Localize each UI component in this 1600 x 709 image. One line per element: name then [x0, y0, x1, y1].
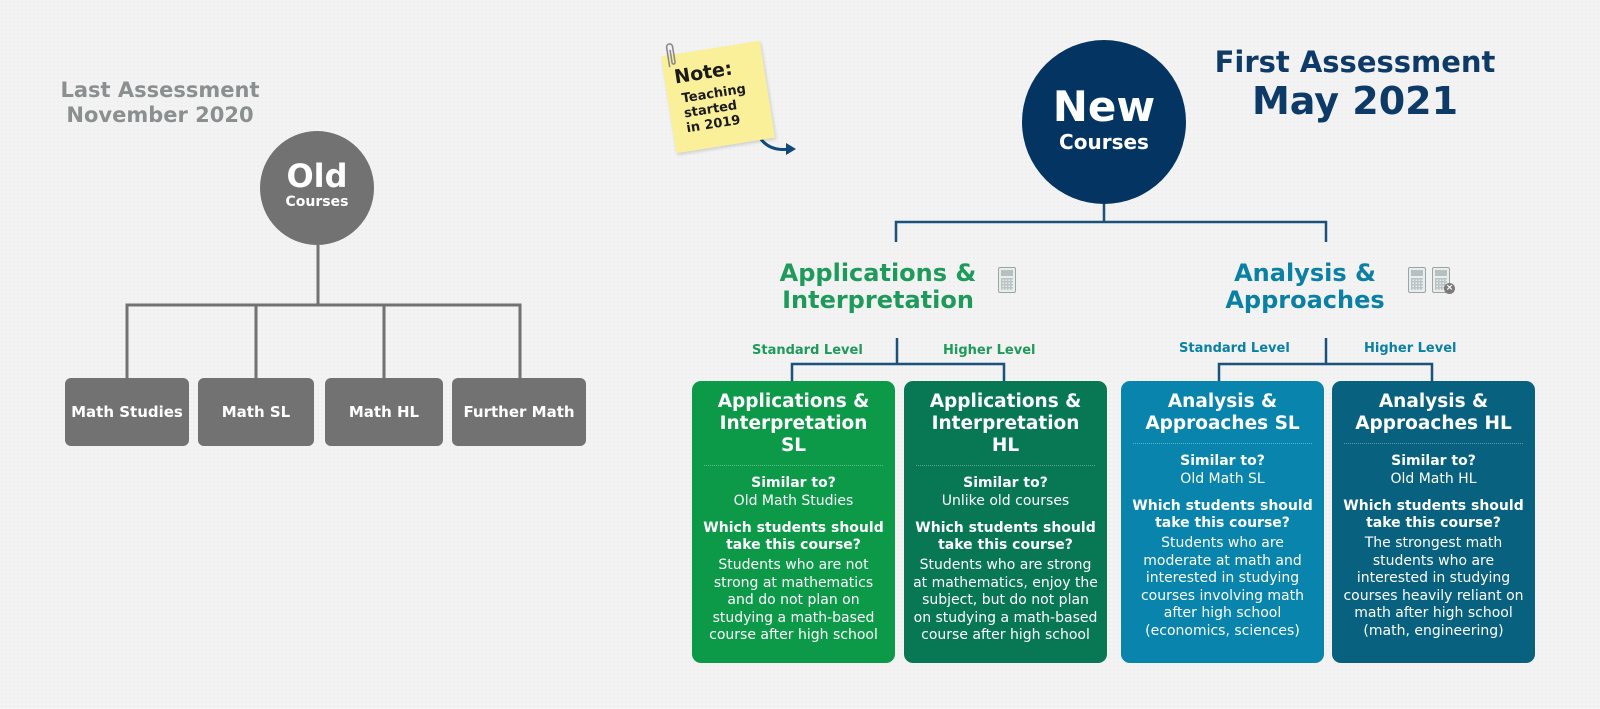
aa-title-line: Approaches [1225, 286, 1385, 314]
aa-branch-title: Analysis & Approaches [1220, 260, 1390, 314]
old-course-label: Math HL [348, 403, 420, 421]
which-students-heading: Which students should take this course? [915, 520, 1096, 553]
course-card-aa-sl: Analysis &Approaches SL Similar to? Old … [1121, 381, 1324, 663]
similar-heading: Similar to? [963, 475, 1048, 491]
which-students-heading: Which students should take this course? [1343, 498, 1524, 531]
old-course-math-hl: Math HL [325, 378, 443, 446]
which-students-heading: Which students should take this course? [703, 520, 884, 553]
sticky-note: Note: Teaching started in 2019 [660, 40, 776, 154]
aa-title-line: Analysis & [1234, 259, 1376, 287]
card-title-line: Applications & [717, 391, 870, 412]
first-assessment-label: First Assessment [1214, 45, 1496, 79]
old-courses-big-label: Old [286, 157, 348, 195]
card-title-line: Analysis & [1167, 391, 1278, 412]
old-courses-node: Old Courses [260, 131, 374, 245]
ai-title-line: Interpretation [782, 286, 974, 314]
card-title-line: Interpretation SL [719, 413, 868, 456]
card-title: Applications &Interpretation HL [916, 391, 1095, 466]
new-courses-big-label: New [1052, 82, 1156, 131]
card-title: Applications &Interpretation SL [704, 391, 883, 466]
old-course-math-studies: Math Studies [65, 378, 189, 446]
card-title-line: Analysis & [1378, 391, 1489, 412]
first-assessment-title: First Assessment May 2021 [1210, 45, 1500, 123]
course-card-ai-sl: Applications &Interpretation SL Similar … [692, 381, 895, 663]
similar-value: Old Math Studies [733, 493, 854, 509]
card-title-line: Applications & [929, 391, 1082, 412]
first-assessment-date: May 2021 [1251, 79, 1459, 123]
new-courses-node: New Courses [1022, 40, 1186, 204]
old-course-label: Math SL [221, 403, 291, 421]
curved-arrow-icon [758, 137, 791, 151]
similar-heading: Similar to? [1180, 453, 1265, 469]
which-students-value: Students who are strong at mathematics, … [913, 557, 1098, 643]
old-course-label: Math Studies [71, 403, 183, 421]
old-courses-small-label: Courses [285, 194, 349, 210]
ai-branch-title: Applications & Interpretation [778, 260, 978, 314]
calculator-icon [1408, 267, 1426, 293]
similar-value: Old Math SL [1180, 471, 1265, 487]
which-students-heading: Which students should take this course? [1132, 498, 1313, 531]
curved-arrow-head-icon [786, 143, 796, 155]
old-course-further-math: Further Math [452, 378, 586, 446]
old-course-label: Further Math [463, 403, 575, 421]
last-assessment-date: November 2020 [66, 103, 254, 127]
ai-title-line: Applications & [779, 259, 977, 287]
ai-higher-level-label: Higher Level [943, 343, 1036, 358]
similar-value: Unlike old courses [941, 493, 1070, 509]
old-course-math-sl: Math SL [198, 378, 314, 446]
ai-standard-level-label: Standard Level [752, 343, 863, 358]
card-title-line: Interpretation HL [931, 413, 1080, 456]
which-students-value: The strongest math students who are inte… [1343, 535, 1524, 639]
card-title: Analysis &Approaches HL [1344, 391, 1523, 444]
aa-standard-level-label: Standard Level [1179, 341, 1290, 356]
paperclip-icon [665, 43, 676, 68]
card-title-line: Approaches HL [1355, 413, 1512, 434]
note-body: Teaching started in 2019 [681, 82, 752, 137]
which-students-value: Students who are not strong at mathemati… [709, 557, 878, 643]
similar-value: Old Math HL [1390, 471, 1477, 487]
aa-higher-level-label: Higher Level [1364, 341, 1457, 356]
course-card-ai-hl: Applications &Interpretation HL Similar … [904, 381, 1107, 663]
last-assessment-title: Last Assessment November 2020 [40, 78, 280, 128]
old-tree-connectors [125, 245, 522, 378]
card-title-line: Approaches SL [1145, 413, 1300, 434]
no-calculator-x-icon: × [1444, 283, 1455, 294]
course-card-aa-hl: Analysis &Approaches HL Similar to? Old … [1332, 381, 1535, 663]
similar-heading: Similar to? [751, 475, 836, 491]
which-students-value: Students who are moderate at math and in… [1140, 535, 1304, 639]
card-title: Analysis &Approaches SL [1133, 391, 1312, 444]
calculator-icon [998, 267, 1016, 293]
last-assessment-label: Last Assessment [60, 78, 260, 102]
similar-heading: Similar to? [1391, 453, 1476, 469]
new-courses-small-label: Courses [1059, 130, 1149, 154]
